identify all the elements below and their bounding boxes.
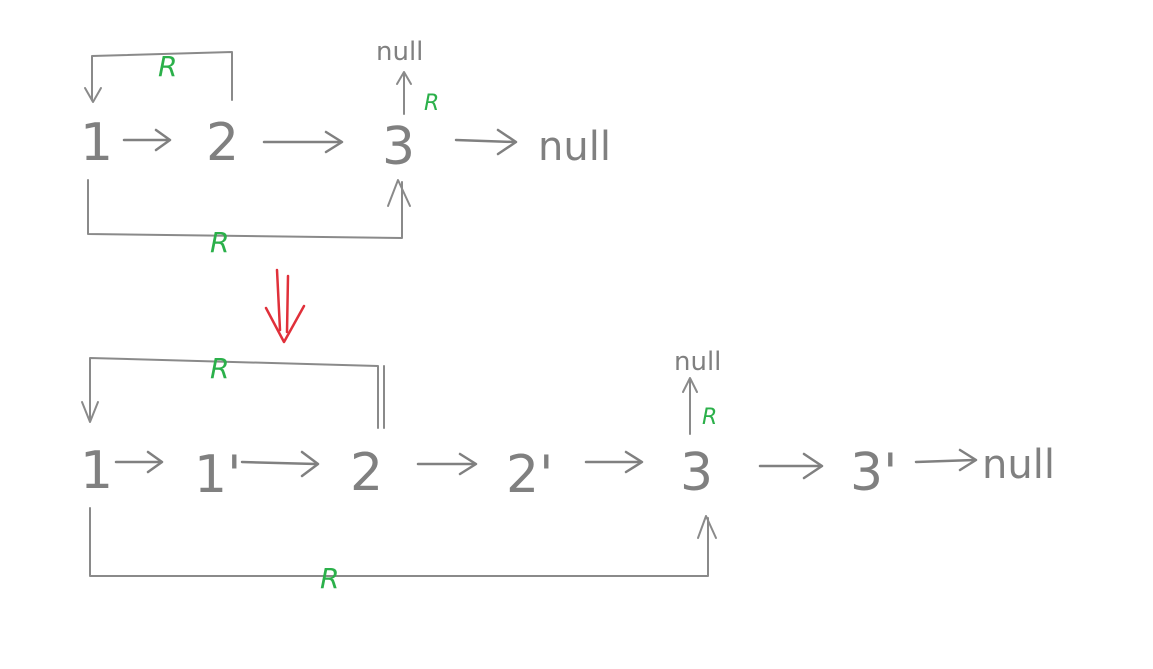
random-label-up: R <box>424 91 439 116</box>
node-1: 1 <box>80 113 113 173</box>
random-pointer-3-to-null <box>396 71 412 115</box>
random-label-top: R <box>158 50 177 83</box>
null-up: null <box>376 37 423 67</box>
node-2-copy: 2' <box>506 445 553 505</box>
node-2: 2 <box>350 443 383 503</box>
next-arrow-2copy-3 <box>584 450 644 474</box>
next-arrow-1-1copy <box>114 450 164 474</box>
transform-arrow <box>264 268 306 344</box>
random-label-top: R <box>210 352 229 385</box>
random-label-up: R <box>702 405 717 430</box>
interleaved-list: 1 1' 2 2' 3 3' null null <box>80 347 1055 595</box>
random-pointer-2-to-1 <box>81 357 385 429</box>
null-tail: null <box>982 442 1055 488</box>
node-3-copy: 3' <box>850 443 897 503</box>
null-tail: null <box>538 124 611 170</box>
random-pointer-3-to-null <box>682 377 698 435</box>
random-pointer-2-to-1 <box>84 51 233 103</box>
node-3: 3 <box>382 117 415 177</box>
next-arrow-1copy-2 <box>240 450 320 478</box>
next-arrow-3-3copy <box>758 452 824 480</box>
node-3: 3 <box>680 443 713 503</box>
null-up: null <box>674 347 721 377</box>
next-arrow-2-2copy <box>416 452 478 476</box>
next-arrow-2-3 <box>262 130 344 154</box>
random-label-bottom: R <box>320 562 339 595</box>
node-1-copy: 1' <box>194 445 241 505</box>
node-1: 1 <box>80 441 113 501</box>
random-pointer-1-to-3 <box>87 179 411 239</box>
next-arrow-3-null <box>454 128 518 156</box>
node-2: 2 <box>206 113 239 173</box>
random-label-bottom: R <box>210 226 229 259</box>
random-pointer-1-to-3 <box>89 507 717 577</box>
next-arrow-3copy-null <box>914 448 978 472</box>
original-list: 1 2 3 null null <box>80 37 611 259</box>
next-arrow-1-2 <box>122 128 172 152</box>
